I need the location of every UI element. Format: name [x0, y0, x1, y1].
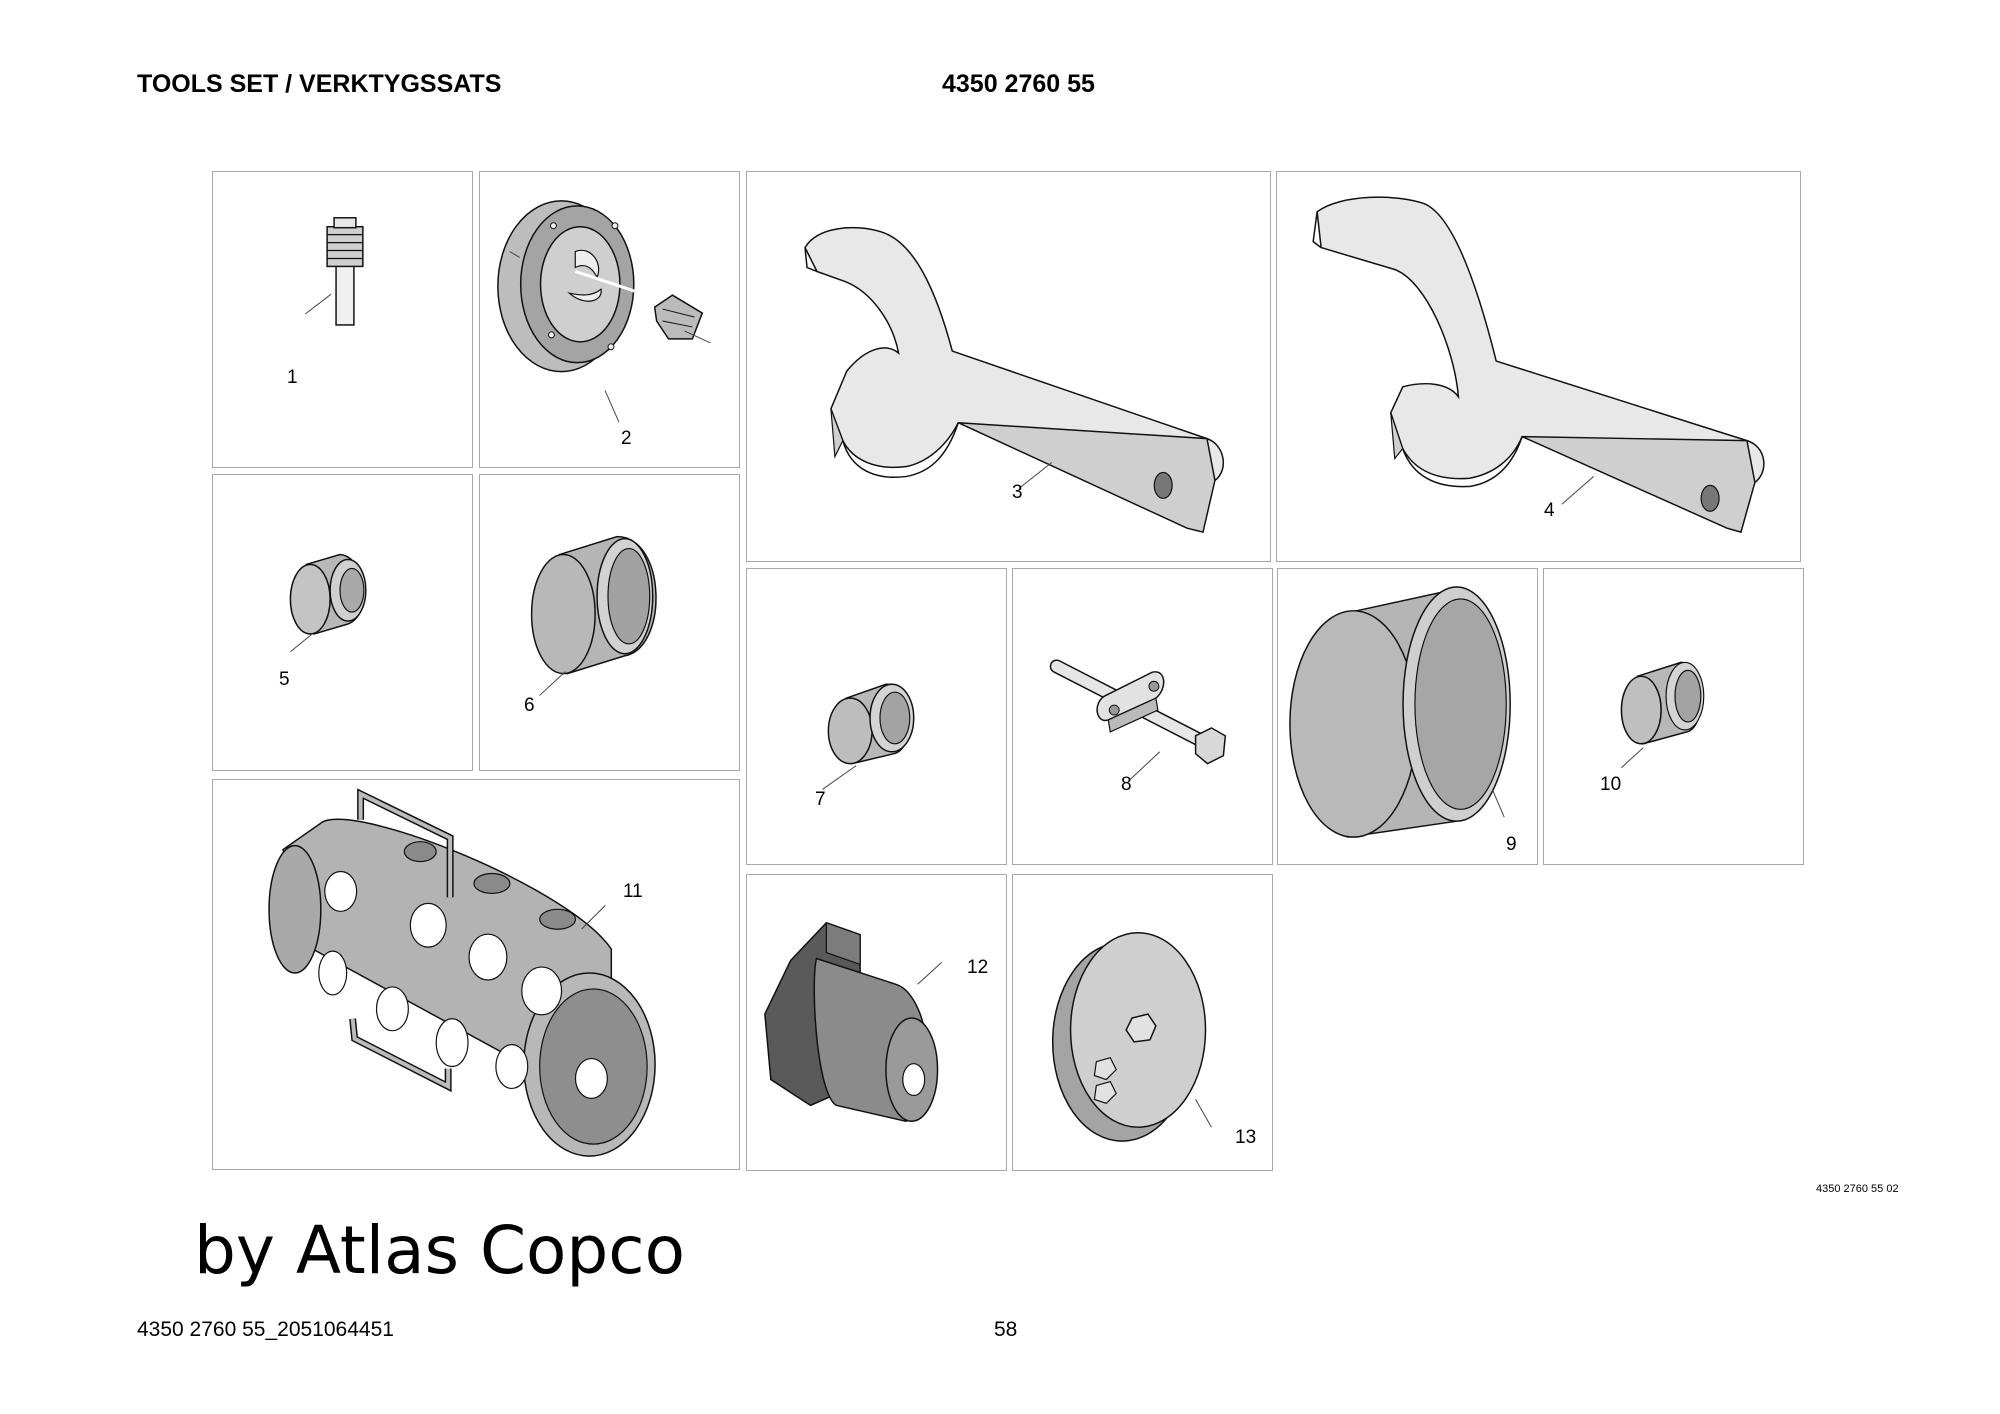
item-label-7: 7	[815, 789, 826, 810]
item-label-10: 10	[1600, 774, 1622, 795]
sleeve-drawing	[530, 535, 657, 696]
item-label-9: 9	[1506, 834, 1517, 855]
panel-item-5: 5	[212, 474, 473, 771]
item-label-11: 11	[623, 881, 643, 902]
item-label-4: 4	[1544, 500, 1555, 521]
item-label-8: 8	[1121, 774, 1132, 795]
sleeve-drawing	[822, 683, 915, 790]
doc-title: TOOLS SET / VERKTYGSSATS	[137, 70, 502, 98]
panel-item-7: 7	[746, 568, 1007, 865]
footer-doc-id: 4350 2760 55_2051064451	[137, 1318, 394, 1341]
panel-item-10: 10	[1543, 568, 1804, 865]
panel-item-1: 1	[212, 171, 473, 468]
hub-puller-drawing	[497, 200, 711, 423]
panel-item-2: 2	[479, 171, 740, 468]
drawing-reference: 4350 2760 55 02	[1816, 1183, 1899, 1195]
panel-item-12: 12	[746, 874, 1007, 1171]
part-number: 4350 2760 55	[942, 70, 1095, 98]
panel-item-9: 9	[1277, 568, 1538, 865]
panel-item-3: 3	[746, 171, 1271, 562]
panel-item-8: 8	[1012, 568, 1273, 865]
panel-item-13: 13	[1012, 874, 1273, 1171]
pin-drawing	[304, 217, 364, 326]
ring-drawing	[1289, 586, 1511, 838]
item-label-12: 12	[967, 957, 989, 978]
perforated-cylinder-drawing	[268, 788, 656, 1157]
sleeve-drawing	[1620, 661, 1705, 768]
bolt-plate-drawing	[1049, 659, 1227, 780]
item-label-1: 1	[287, 367, 298, 388]
mandrel-drawing	[764, 921, 942, 1123]
sleeve-drawing	[289, 553, 367, 653]
panel-item-11: 11	[212, 779, 740, 1170]
item-label-6: 6	[524, 695, 535, 716]
item-label-5: 5	[279, 669, 290, 690]
watermark: by Atlas Copco	[194, 1212, 685, 1289]
page-number: 58	[994, 1318, 1018, 1341]
cover-disc-drawing	[1051, 931, 1212, 1142]
item-label-13: 13	[1235, 1127, 1257, 1148]
spanner-wrench-drawing	[804, 226, 1225, 534]
panel-item-6: 6	[479, 474, 740, 771]
item-label-2: 2	[621, 428, 632, 449]
item-label-3: 3	[1012, 482, 1023, 503]
panel-item-4: 4	[1276, 171, 1801, 562]
spanner-wrench-drawing	[1312, 196, 1765, 534]
